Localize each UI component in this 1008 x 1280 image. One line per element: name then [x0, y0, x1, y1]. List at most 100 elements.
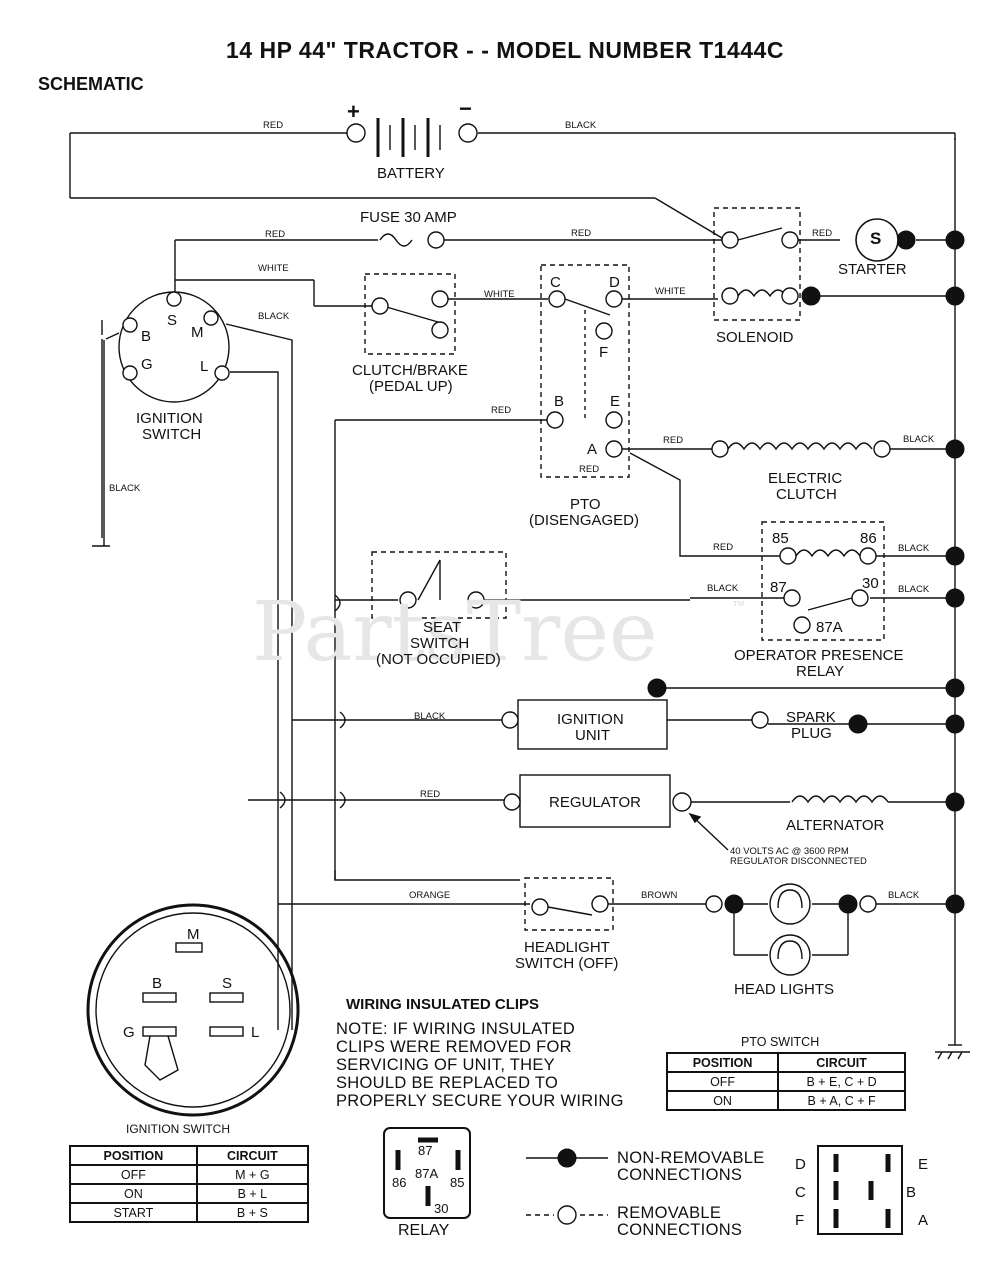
wire-label-black: BLACK [898, 543, 930, 554]
wire-label-black: BLACK [258, 311, 290, 322]
pto-pin-f: F [599, 344, 609, 361]
clips-heading: WIRING INSULATED CLIPS [346, 996, 540, 1013]
pto-diagram-pin-a: A [918, 1212, 929, 1229]
pto-diagram-pin-e: E [918, 1156, 929, 1173]
wire-label-black: BLACK [565, 120, 597, 131]
table-cell: B + L [195, 1183, 310, 1204]
pto-diagram-pin-f: F [795, 1212, 805, 1229]
electric-clutch-label-1: ELECTRIC [768, 470, 843, 487]
legend-non-removable-1: NON-REMOVABLE [617, 1149, 765, 1167]
switch-face-pin-s: S [222, 975, 233, 992]
switch-face-pin-g: G [123, 1024, 135, 1041]
table-cell: ON [665, 1090, 780, 1111]
ignition-pin-m: M [191, 324, 204, 341]
wire-label-red: RED [663, 435, 684, 446]
wire-label-orange: ORANGE [409, 890, 451, 901]
fuse-label: FUSE 30 AMP [360, 209, 457, 226]
wire-label-red: RED [571, 228, 592, 239]
table-header: CIRCUIT [195, 1145, 310, 1166]
relay-diagram-pin-87: 87 [418, 1143, 433, 1158]
clips-note-line: CLIPS WERE REMOVED FOR [336, 1038, 572, 1056]
legend-removable-2: CONNECTIONS [617, 1221, 743, 1239]
wire-label-red: RED [420, 789, 441, 800]
table-header: POSITION [665, 1052, 780, 1073]
electric-clutch-label-2: CLUTCH [776, 486, 837, 503]
pto-red-label: RED [579, 464, 600, 475]
spark-plug-label-1: SPARK [786, 709, 836, 726]
starter-symbol: S [870, 229, 882, 248]
alternator-note-1: 40 VOLTS AC @ 3600 RPM [730, 846, 849, 857]
table-header: CIRCUIT [777, 1052, 906, 1073]
wire-label-red: RED [812, 228, 833, 239]
switch-face-pin-b: B [152, 975, 163, 992]
ignition-pin-s: S [167, 312, 178, 329]
wire-label-black: BLACK [903, 434, 935, 445]
pto-label-1: PTO [570, 496, 601, 513]
regulator-label: REGULATOR [549, 794, 641, 811]
pto-pin-c: C [550, 274, 561, 291]
legend-non-removable-2: CONNECTIONS [617, 1166, 743, 1184]
wire-label-red: RED [491, 405, 512, 416]
seat-switch-label-3: (NOT OCCUPIED) [376, 651, 501, 668]
table-row: OFF M + G [69, 1164, 310, 1185]
pto-diagram-pin-b: B [906, 1184, 917, 1201]
clutch-brake-label-2: (PEDAL UP) [369, 378, 453, 395]
wire-label-black: BLACK [414, 711, 446, 722]
wire-label-white: WHITE [258, 263, 289, 274]
ignition-unit-label-1: IGNITION [557, 711, 624, 728]
operator-relay-label-2: RELAY [796, 663, 845, 680]
relay-pin-85: 85 [772, 530, 789, 547]
pto-circuit-table: POSITION CIRCUIT OFF B + E, C + D ON B +… [665, 1052, 906, 1111]
table-cell: B + S [195, 1202, 310, 1223]
relay-diagram-pin-86: 86 [392, 1175, 407, 1190]
page-title: 14 HP 44" TRACTOR - - MODEL NUMBER T1444… [226, 37, 784, 63]
relay-diagram-pin-87a: 87A [415, 1166, 439, 1181]
wire-label-white: WHITE [484, 289, 515, 300]
wire-label-red: RED [263, 120, 284, 131]
trademark-symbol: ™ [732, 598, 745, 613]
clutch-brake-label-1: CLUTCH/BRAKE [352, 362, 468, 379]
pto-label-2: (DISENGAGED) [529, 512, 640, 529]
pto-pin-a: A [587, 441, 598, 458]
pto-table-caption: PTO SWITCH [741, 1035, 820, 1049]
pto-pin-b: B [554, 393, 565, 410]
alternator-note-2: REGULATOR DISCONNECTED [730, 856, 867, 867]
switch-face-pin-m: M [187, 926, 200, 943]
headlight-switch-label-2: SWITCH (OFF) [515, 955, 619, 972]
ignition-unit-label-2: UNIT [575, 727, 610, 744]
pto-pin-d: D [609, 274, 620, 291]
ignition-switch-label-2: SWITCH [142, 426, 202, 443]
relay-pin-30: 30 [862, 575, 879, 592]
battery-label: BATTERY [377, 165, 445, 182]
ignition-switch-label-1: IGNITION [136, 410, 203, 427]
table-row: ON B + L [69, 1183, 310, 1204]
wire-label-black: BLACK [707, 583, 739, 594]
spark-plug-label-2: PLUG [791, 725, 832, 742]
table-cell: B + A, C + F [777, 1090, 906, 1111]
table-row: ON B + A, C + F [665, 1090, 906, 1111]
headlight-switch-label-1: HEADLIGHT [524, 939, 610, 956]
table-cell: OFF [69, 1164, 198, 1185]
operator-relay-label-1: OPERATOR PRESENCE [734, 647, 904, 664]
table-cell: B + E, C + D [777, 1071, 906, 1092]
relay-diagram-pin-30: 30 [434, 1201, 449, 1216]
seat-switch-label-2: SWITCH [410, 635, 470, 652]
table-cell: ON [69, 1183, 198, 1204]
relay-diagram-pin-85: 85 [450, 1175, 465, 1190]
ignition-pin-b: B [141, 328, 152, 345]
ignition-pin-g: G [141, 356, 153, 373]
wire-label-black: BLACK [888, 890, 920, 901]
table-cell: M + G [195, 1164, 310, 1185]
ignition-pin-l: L [200, 358, 209, 375]
switch-face-pin-l: L [251, 1024, 260, 1041]
battery-negative: − [459, 96, 472, 121]
legend-removable-1: REMOVABLE [617, 1204, 722, 1222]
pto-pin-e: E [610, 393, 621, 410]
relay-pin-87a: 87A [816, 619, 843, 636]
wire-label-red: RED [713, 542, 734, 553]
watermark: PartsTree [252, 585, 658, 680]
head-lights-label: HEAD LIGHTS [734, 981, 835, 998]
wire-label-brown: BROWN [641, 890, 678, 901]
clips-note-line: PROPERLY SECURE YOUR WIRING [336, 1092, 624, 1110]
